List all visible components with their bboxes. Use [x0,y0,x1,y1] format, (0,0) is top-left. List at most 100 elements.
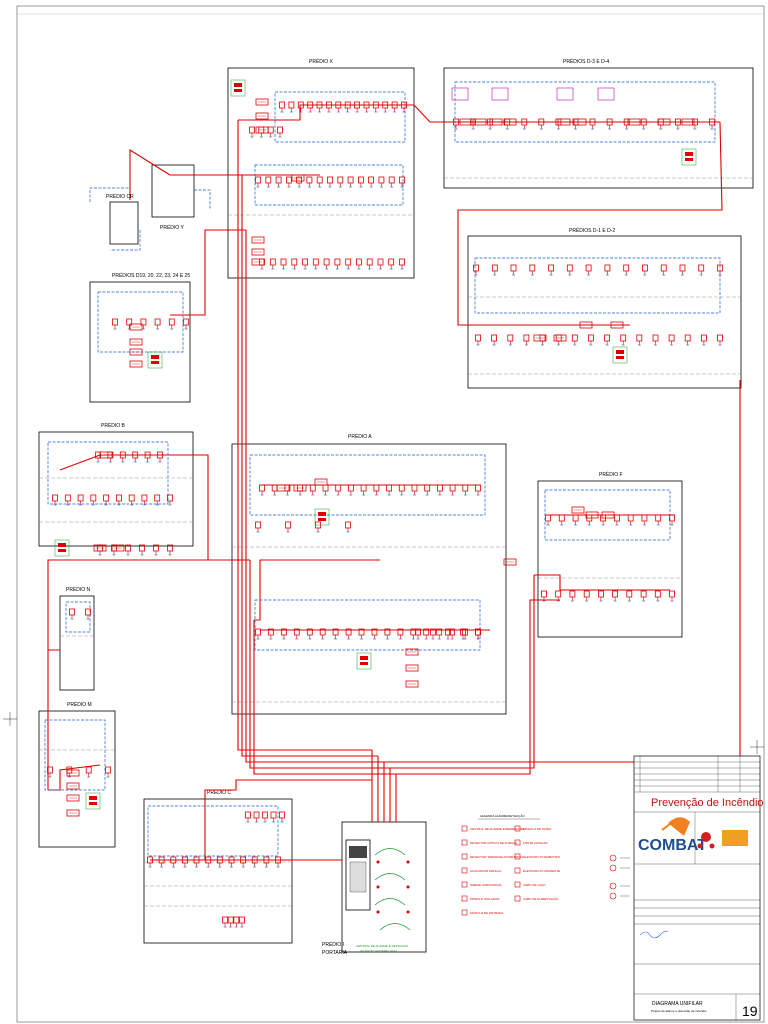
detector-device [249,126,255,138]
detector-device [373,484,380,496]
detector-device [347,176,354,188]
module-box [571,506,585,514]
detector-device [640,118,647,130]
detector-device [144,451,151,463]
legend-symbol [514,839,521,846]
detector-device [701,334,707,346]
local-panels [54,79,697,810]
detector-device [255,628,261,640]
detector-device [154,318,161,330]
detector-device [275,176,282,188]
detector-device [538,118,545,130]
detector-device [391,101,398,113]
detector-device [566,264,573,276]
detector-device [277,126,283,138]
frame-predio-d [89,281,191,403]
legend-symbol [461,825,468,832]
legend-symbol [514,825,521,832]
legend-item-label: ELETRODUTO APARENTE [523,869,560,873]
detector-device [491,334,498,346]
detector-device [288,101,295,113]
detector-device [470,118,477,130]
detector-device [510,264,517,276]
detector-device [641,514,648,526]
frame-predio-b [38,431,194,547]
detector-device [585,264,592,276]
detector-device [453,118,459,130]
detector-device [462,484,469,496]
detector-device [157,451,163,463]
detector-device [555,334,562,346]
legend-symbol [461,867,468,874]
label-portaria-1: PRÉDIO I [322,941,344,948]
detector-device [258,126,265,138]
detector-device [85,766,92,778]
detector-device [355,258,362,270]
module-box [129,360,143,368]
detector-device [285,176,292,188]
detector-device [357,176,364,188]
legend-item-label: DETECTOR TERMOVELOCIMÉTRICO [470,854,524,859]
detector-device [255,176,261,188]
module-box [276,484,290,492]
detector-device [132,451,139,463]
detector-device [316,176,323,188]
detector-device [684,334,691,346]
detector-device [655,514,662,526]
detector-device [280,258,287,270]
module-box [251,258,265,266]
detector-device [168,318,175,330]
detector-device [523,334,530,346]
detector-device [302,258,309,270]
legend-symbol [461,881,468,888]
detector-device [315,521,321,533]
detector-device [245,811,251,823]
detector-device [128,494,135,506]
detector-device [64,494,71,506]
detector-device [386,484,393,496]
legend: LEGENDA ALARME/DETECÇÃO CENTRAL DE ALARM… [461,813,561,916]
module-box [251,236,265,244]
detector-device [588,334,594,346]
detector-device [322,484,329,496]
frame-predio-n [59,595,95,691]
detector-device [491,264,498,276]
legend-item-label: DETECTOR ÓPTICO DE FUMAÇA [470,840,517,845]
detector-device [521,118,528,130]
detector-device [354,101,361,113]
label-predio-x: PRÉDIO X [309,58,334,65]
detector-device [125,544,131,556]
detector-device [388,176,395,188]
loop-wiring [44,81,721,857]
legend-symbol [461,895,468,902]
label-predio-c: PRÉDIO C [207,789,232,796]
detector-device [398,484,405,496]
detector-device [626,590,633,602]
central-panel: CENTRAL DE ALARME E DETECÇÃO INCÊNDIO EN… [345,839,411,953]
device-rows [47,98,723,928]
detector-device [335,484,342,496]
detector-device [604,334,610,346]
detector-device [539,334,546,346]
detector-device [627,514,634,526]
detector-device [660,264,667,276]
legend-item-label: ELETRODUTO EMBUTIDO [523,855,561,859]
detector-device [307,101,314,113]
legend-symbol [514,895,521,902]
detector-device [669,590,675,602]
detector-device [654,590,661,602]
detector-device [571,334,578,346]
detector-device [227,916,234,928]
legend-item-label: MÓDULO DE ENTRADA [470,910,503,915]
detector-device [309,484,316,496]
logo-company: COMBAT [638,837,707,854]
label-predio-f: PRÉDIO F [599,471,623,478]
detector-device [411,484,418,496]
detector-device [90,494,97,506]
detector-device [316,101,323,113]
detector-device [255,521,261,533]
module-box [405,680,419,688]
detector-device [153,544,159,556]
detector-device [378,176,385,188]
